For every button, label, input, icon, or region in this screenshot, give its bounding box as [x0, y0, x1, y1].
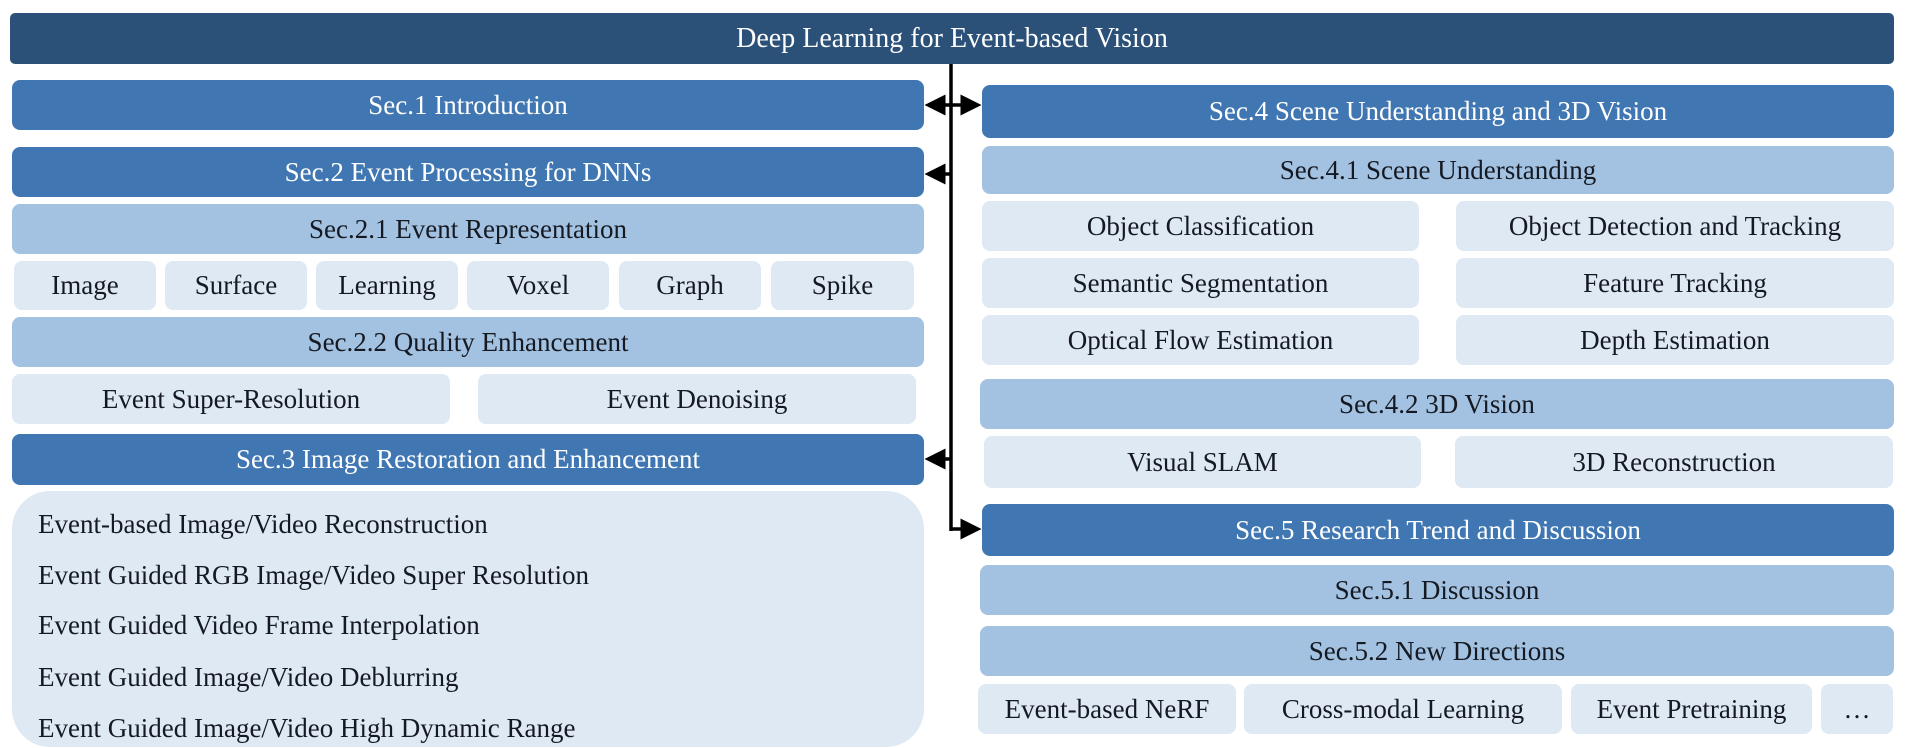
direction-cross-modal-learning: Cross-modal Learning	[1244, 684, 1562, 734]
sec5-box: Sec.5 Research Trend and Discussion	[982, 504, 1894, 556]
sec5-2-box: Sec.5.2 New Directions	[980, 626, 1894, 676]
topic-semantic-segmentation: Semantic Segmentation	[982, 258, 1419, 308]
list-item: Event-based Image/Video Reconstruction	[38, 509, 488, 539]
topic-visual-slam: Visual SLAM	[984, 436, 1421, 488]
sec3-box: Sec.3 Image Restoration and Enhancement	[12, 434, 924, 485]
sec2-1-box: Sec.2.1 Event Representation	[12, 204, 924, 254]
topic-depth-estimation: Depth Estimation	[1456, 315, 1894, 365]
representation-image: Image	[14, 261, 156, 310]
direction-event-nerf: Event-based NeRF	[978, 684, 1236, 734]
direction-event-pretraining: Event Pretraining	[1571, 684, 1812, 734]
list-item: Event Guided Image/Video Deblurring	[38, 662, 459, 692]
sec1-box: Sec.1 Introduction	[12, 80, 924, 130]
sec4-box: Sec.4 Scene Understanding and 3D Vision	[982, 85, 1894, 138]
topic-3d-reconstruction: 3D Reconstruction	[1455, 436, 1893, 488]
representation-surface: Surface	[165, 261, 307, 310]
topic-optical-flow-estimation: Optical Flow Estimation	[982, 315, 1419, 365]
sec4-2-box: Sec.4.2 3D Vision	[980, 379, 1894, 429]
sec3-topic-list: Event-based Image/Video Reconstruction E…	[12, 491, 924, 747]
list-item: Event Guided Video Frame Interpolation	[38, 610, 480, 640]
representation-voxel: Voxel	[467, 261, 609, 310]
quality-super-resolution: Event Super-Resolution	[12, 374, 450, 424]
diagram-title: Deep Learning for Event-based Vision	[10, 13, 1894, 64]
topic-feature-tracking: Feature Tracking	[1456, 258, 1894, 308]
representation-graph: Graph	[619, 261, 761, 310]
list-item: Event Guided Image/Video High Dynamic Ra…	[38, 713, 576, 743]
sec2-2-box: Sec.2.2 Quality Enhancement	[12, 317, 924, 367]
representation-learning: Learning	[316, 261, 458, 310]
sec4-1-box: Sec.4.1 Scene Understanding	[982, 146, 1894, 194]
representation-spike: Spike	[771, 261, 914, 310]
topic-object-classification: Object Classification	[982, 201, 1419, 251]
sec2-box: Sec.2 Event Processing for DNNs	[12, 147, 924, 197]
list-item: Event Guided RGB Image/Video Super Resol…	[38, 560, 590, 590]
direction-more-ellipsis: …	[1821, 684, 1893, 734]
topic-object-detection-tracking: Object Detection and Tracking	[1456, 201, 1894, 251]
sec5-1-box: Sec.5.1 Discussion	[980, 565, 1894, 615]
quality-denoising: Event Denoising	[478, 374, 916, 424]
